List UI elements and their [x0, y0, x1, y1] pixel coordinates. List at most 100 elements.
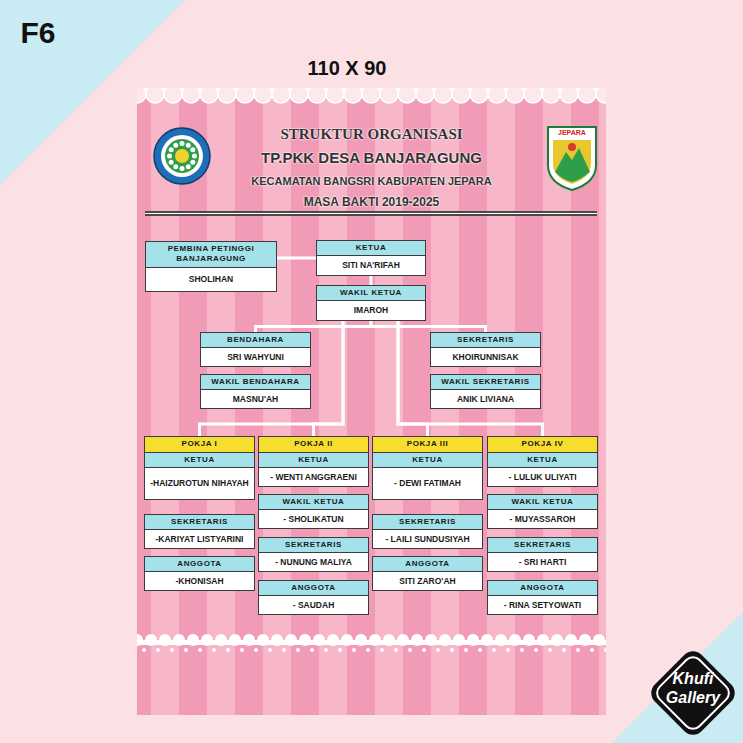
lace-dot: [254, 648, 258, 652]
role-title: SEKRETARIS: [145, 515, 254, 529]
person-name: -KHONISAH: [145, 571, 254, 590]
curtain-scallop: [488, 88, 506, 103]
role-title: WAKIL BENDAHARA: [201, 375, 310, 389]
person-name: - LAILI SUNDUSIYAH: [373, 529, 482, 548]
lace-dot: [226, 648, 230, 652]
role-title: KETUA: [373, 453, 482, 467]
lace-dot: [352, 648, 356, 652]
role-box: SEKRETARISKHOIRUNNISAK: [430, 332, 541, 367]
person-name: - MUYASSAROH: [488, 509, 597, 528]
curtain-scallop: [182, 88, 200, 103]
group-header-box: POKJA II: [258, 436, 369, 453]
person-name: - NUNUNG MALIYA: [259, 552, 368, 571]
person-name: ANIK LIVIANA: [431, 389, 540, 408]
lace-dot: [408, 648, 412, 652]
group-header-box: POKJA IV: [487, 436, 598, 453]
emblem-ring: [154, 128, 210, 184]
curtain-scallop: [200, 88, 218, 103]
person-name: - DEWI FATIMAH: [373, 467, 482, 499]
shield-sun: [568, 143, 576, 151]
role-title: POKJA I: [145, 437, 254, 452]
lace-dot: [506, 648, 510, 652]
lace-dot: [492, 648, 496, 652]
period-label: MASA BAKTI 2019-2025: [137, 196, 606, 210]
emblem-inner: [161, 135, 203, 177]
person-name: SRI WAHYUNI: [201, 347, 310, 366]
role-title: BENDAHARA: [201, 333, 310, 347]
lace-dot: [170, 648, 174, 652]
role-title: KETUA: [259, 453, 368, 467]
role-box: SEKRETARIS- LAILI SUNDUSIYAH: [372, 514, 483, 549]
shield-mountain: [555, 148, 590, 182]
role-box: KETUA-HAIZUROTUN NIHAYAH: [144, 452, 255, 500]
lace-dot: [268, 648, 272, 652]
role-box: WAKIL BENDAHARAMASNU'AH: [200, 374, 311, 409]
role-title: SEKRETARIS: [488, 538, 597, 552]
emblem-petal: [169, 160, 174, 165]
curtain-scallop: [398, 88, 416, 103]
emblem-petal: [186, 143, 191, 148]
connector-line: [371, 321, 486, 332]
curtain-scallop: [596, 88, 606, 103]
person-name: - WENTI ANGGRAENI: [259, 467, 368, 486]
role-box: WAKIL SEKRETARISANIK LIVIANA: [430, 374, 541, 409]
person-name: - SRI HARTI: [488, 552, 597, 571]
role-title: KETUA: [317, 241, 425, 255]
watermark: Gallery: [648, 689, 738, 707]
lace-dot: [520, 648, 524, 652]
role-box: SEKRETARIS- NUNUNG MALIYA: [258, 537, 369, 572]
emblem-petal: [186, 164, 191, 169]
chart-title: STRUKTUR ORGANISASI: [137, 126, 606, 143]
role-title: POKJA III: [373, 437, 482, 452]
role-box: KETUA- WENTI ANGGRAENI: [258, 452, 369, 487]
person-name: -KARIYAT LISTYARINI: [145, 529, 254, 548]
person-name: SITI NA'RIFAH: [317, 255, 425, 275]
logo-text: JEPARA: [548, 129, 596, 137]
emblem-petal: [169, 147, 174, 152]
shield-field: [553, 140, 591, 184]
emblem-petal: [192, 154, 197, 159]
connector-line: [256, 321, 372, 332]
role-box: WAKIL KETUAIMAROH: [316, 285, 426, 321]
role-title: WAKIL KETUA: [488, 495, 597, 509]
group-header-box: POKJA I: [144, 436, 255, 453]
role-title: ANGGOTA: [488, 581, 597, 595]
curtain-scallop: [470, 88, 488, 103]
sheet-code: F6: [8, 16, 68, 51]
lace-dot: [436, 648, 440, 652]
role-title: SEKRETARIS: [373, 515, 482, 529]
lace-dot: [296, 648, 300, 652]
corner-triangle: [612, 612, 743, 743]
person-name: KHOIRUNNISAK: [431, 347, 540, 366]
emblem-petal: [173, 143, 178, 148]
banner-stripe: [599, 88, 606, 715]
lace-dot: [590, 648, 594, 652]
person-name: IMAROH: [317, 300, 425, 320]
lace-dot: [282, 648, 286, 652]
connector-line: [314, 321, 344, 436]
role-box: ANGGOTA- SAUDAH: [258, 580, 369, 615]
connector-line: [277, 257, 316, 260]
lace-dot: [394, 648, 398, 652]
role-box: ANGGOTASITI ZARO'AH: [372, 556, 483, 591]
connector-line: [398, 321, 428, 436]
lace-band: [137, 640, 606, 645]
person-name: MASNU'AH: [201, 389, 310, 408]
role-title: ANGGOTA: [259, 581, 368, 595]
logo-diamond: [646, 646, 739, 739]
role-title: POKJA IV: [488, 437, 597, 452]
role-title: SEKRETARIS: [431, 333, 540, 347]
role-title: WAKIL KETUA: [259, 495, 368, 509]
person-name: - SAUDAH: [259, 595, 368, 614]
emblem-petal: [180, 166, 185, 171]
curtain-scallop: [524, 88, 542, 103]
lace-dot: [576, 648, 580, 652]
banner-ground: [137, 88, 606, 715]
role-title: WAKIL SEKRETARIS: [431, 375, 540, 389]
role-box: SEKRETARIS- SRI HARTI: [487, 537, 598, 572]
curtain-scallop: [506, 88, 524, 103]
shield-outline: [548, 127, 596, 190]
emblem-petal: [173, 164, 178, 169]
role-box: ANGGOTA- RINA SETYOWATI: [487, 580, 598, 615]
emblem-field: [165, 139, 199, 173]
